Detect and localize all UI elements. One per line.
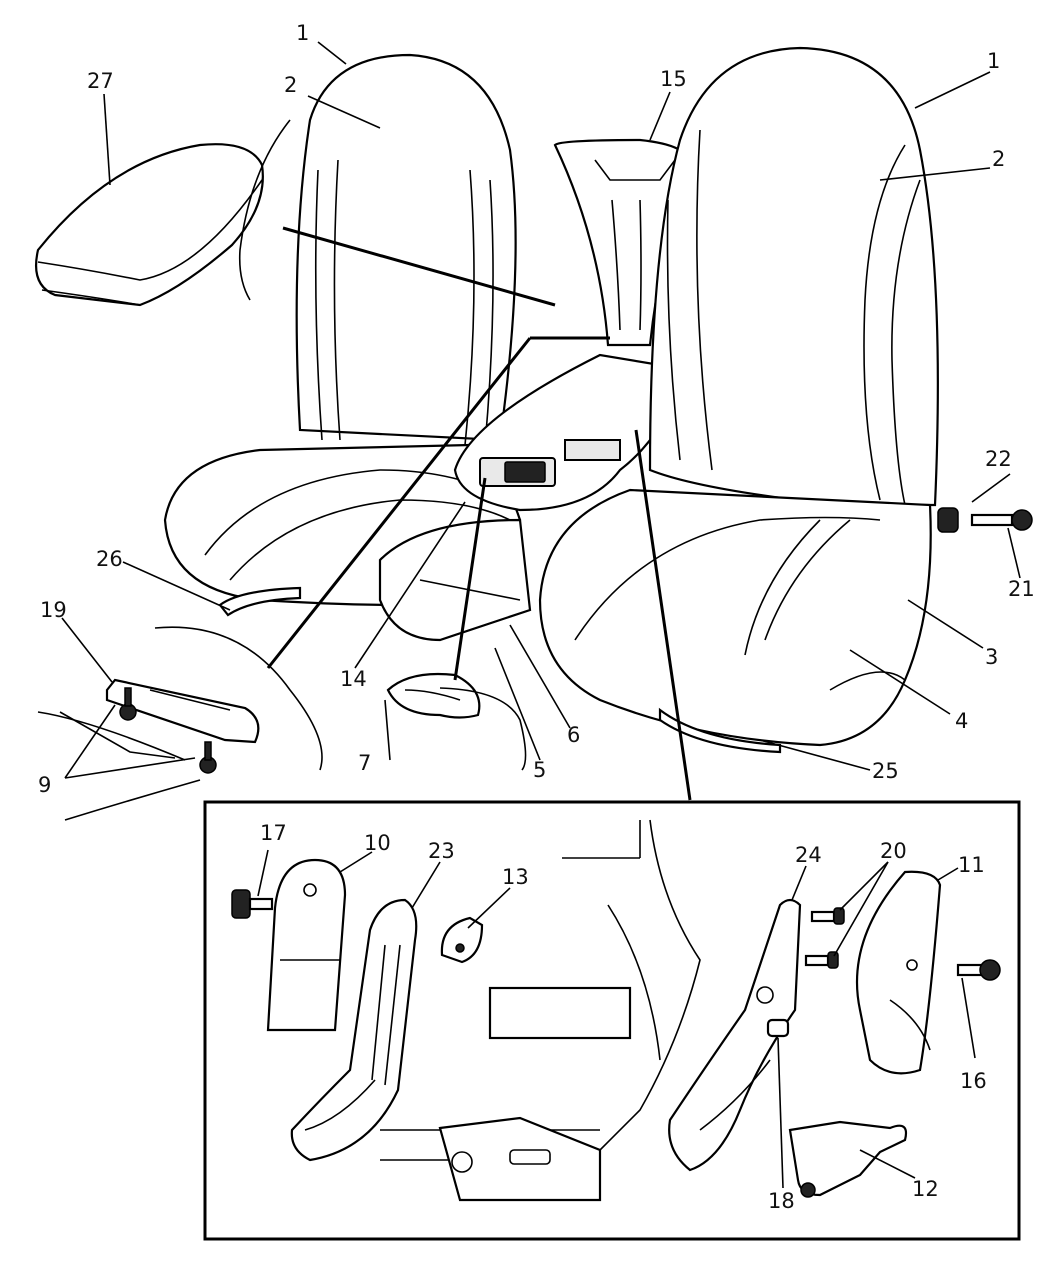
callout-7: 7	[358, 751, 371, 775]
leader-pedestal	[453, 477, 487, 681]
outline-arc-2	[154, 626, 323, 771]
callout-24: 24	[795, 843, 822, 867]
cover-12	[788, 1120, 908, 1198]
callout-15: 15	[660, 67, 687, 91]
callout-6: 6	[567, 723, 580, 747]
seat-track-26	[218, 586, 302, 617]
armrest-cushion	[34, 143, 264, 307]
callout-9: 9	[38, 773, 51, 797]
center-console	[378, 138, 692, 642]
callout-3: 3	[985, 645, 998, 669]
trim-panel-19	[105, 678, 260, 744]
callout-labels: 1 2 27 15 1 2 22 21 3 4 25 6 5 7 14 26 1…	[38, 21, 1035, 1213]
callout-25: 25	[872, 759, 899, 783]
callout-17: 17	[260, 821, 287, 845]
screw-9b	[199, 741, 217, 774]
callout-2-right: 2	[992, 147, 1005, 171]
callout-1-right: 1	[987, 49, 1000, 73]
hinge-cover-10	[266, 858, 347, 1032]
left-seat-back	[295, 53, 517, 446]
callout-16: 16	[960, 1069, 987, 1093]
callout-10: 10	[364, 831, 391, 855]
callout-11: 11	[958, 853, 985, 877]
bolt-17	[231, 889, 274, 919]
clip-13	[440, 916, 484, 964]
leader-lines	[61, 41, 1021, 1189]
seat-track-25	[658, 707, 782, 754]
pin-18	[766, 1018, 790, 1038]
callout-23: 23	[428, 839, 455, 863]
pedestal-cover-7	[386, 672, 481, 719]
callout-27: 27	[87, 69, 114, 93]
bracket-9-plate	[37, 711, 201, 821]
callout-21: 21	[1008, 577, 1035, 601]
callout-2-left: 2	[284, 73, 297, 97]
leader-inset	[634, 429, 692, 801]
callout-20: 20	[880, 839, 907, 863]
right-seat-cushion	[538, 488, 932, 747]
callout-22: 22	[985, 447, 1012, 471]
outline-arc-3	[439, 687, 527, 771]
screw-20b	[804, 951, 839, 969]
right-seat-back	[648, 46, 939, 507]
callout-12: 12	[912, 1177, 939, 1201]
callout-13: 13	[502, 865, 529, 889]
leader-console-left	[266, 337, 532, 669]
callout-5: 5	[533, 758, 546, 782]
screw-20a	[810, 907, 845, 925]
pivot-bolt-21	[970, 509, 1033, 531]
screw-9a	[119, 687, 137, 721]
leader-27	[282, 226, 556, 307]
callout-26: 26	[96, 547, 123, 571]
callout-18: 18	[768, 1189, 795, 1213]
callout-14: 14	[340, 667, 367, 691]
callout-1-left: 1	[296, 21, 309, 45]
bolt-16	[956, 959, 1001, 981]
detail-inset-box	[203, 800, 1021, 1241]
callout-19: 19	[40, 598, 67, 622]
recliner-bracket-24	[668, 898, 802, 1172]
callout-4: 4	[955, 709, 968, 733]
pivot-bushing-22	[937, 507, 959, 533]
recliner-bracket-23	[290, 898, 418, 1162]
shield-11	[855, 870, 942, 1075]
outline-arc-1	[238, 119, 291, 301]
seat-frame	[380, 819, 701, 1202]
